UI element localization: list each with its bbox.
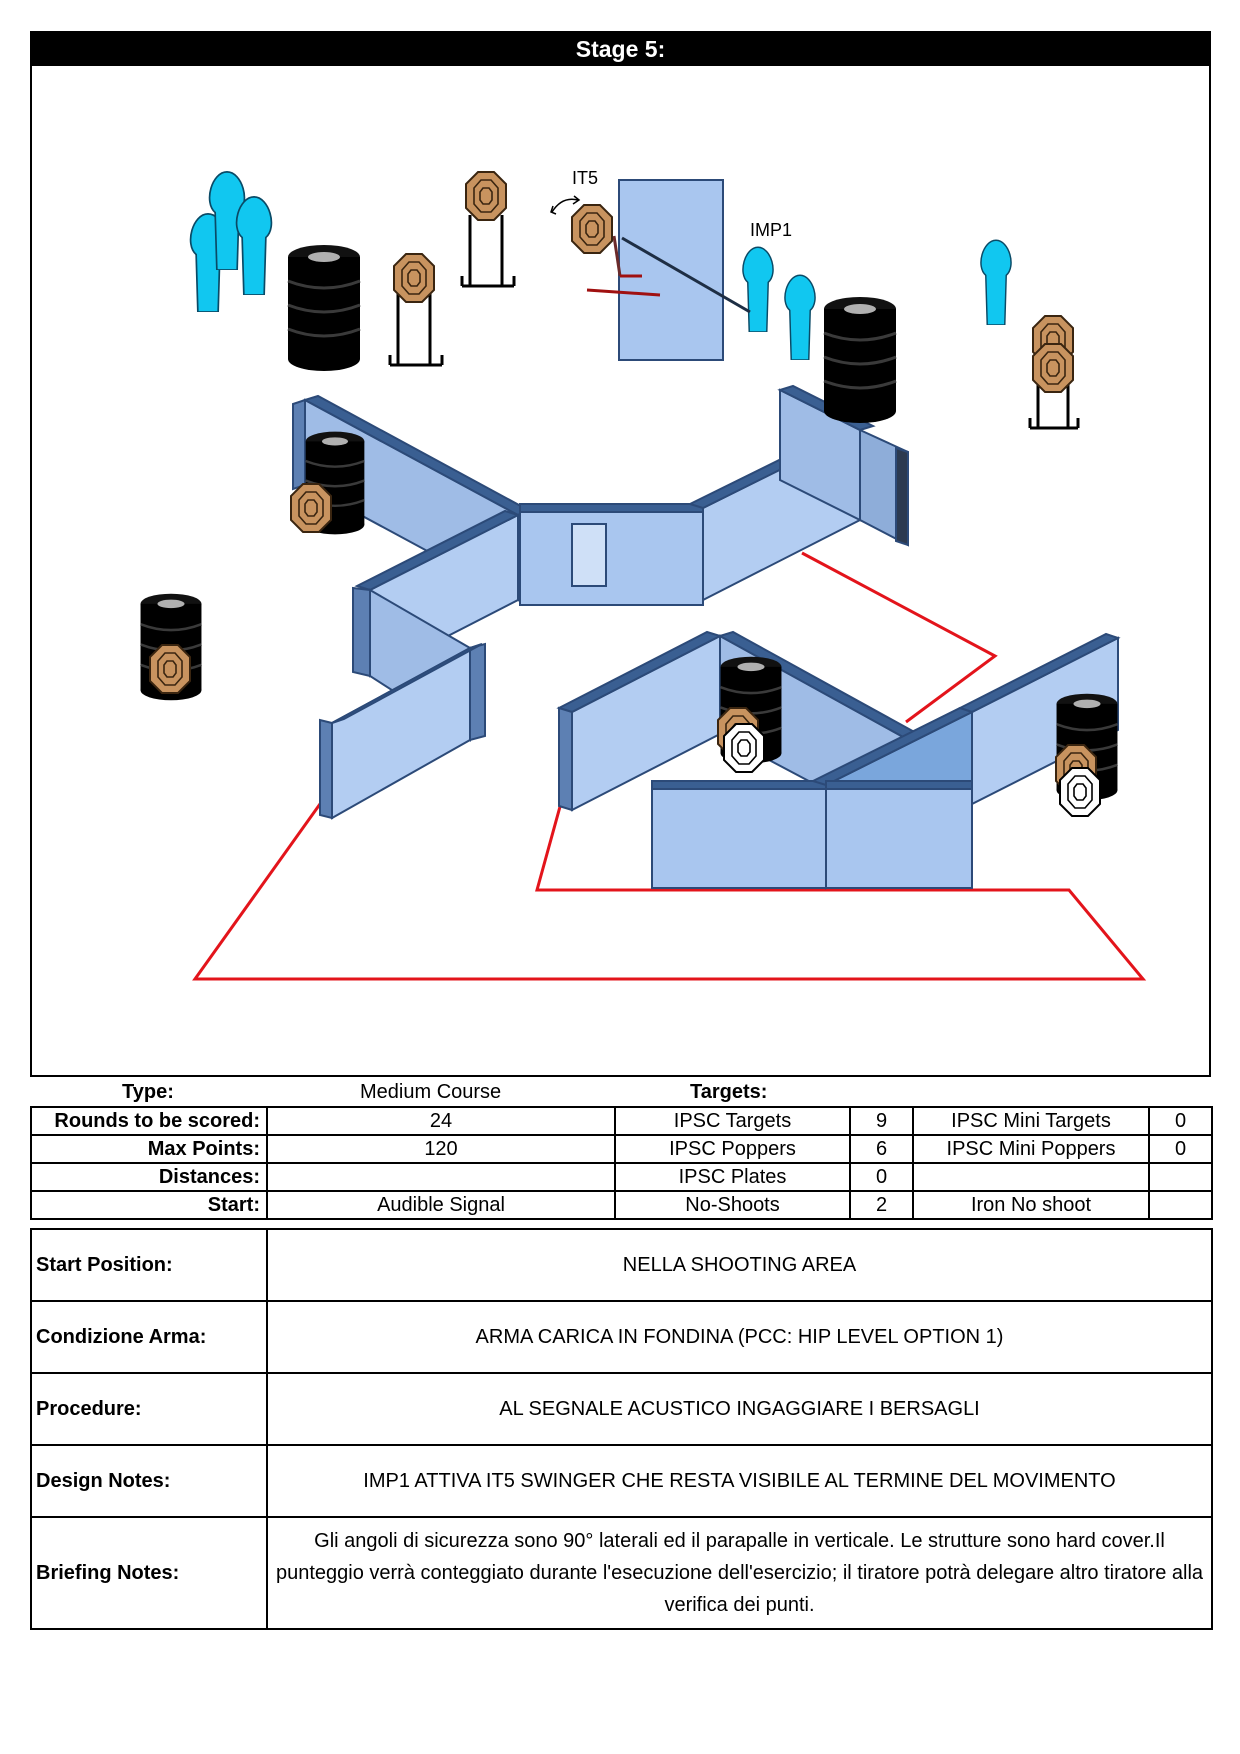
popper-target: [235, 195, 273, 295]
ipsc-target: [465, 171, 507, 221]
ipsc-targets-count: 9: [849, 1106, 914, 1136]
max-points-label: Max Points:: [30, 1134, 268, 1164]
notes-row-start-position: Start Position: NELLA SHOOTING AREA: [30, 1228, 1213, 1302]
fault-line: [192, 782, 1147, 981]
label-imp1: IMP1: [750, 220, 792, 240]
design-notes-label: Design Notes:: [30, 1444, 268, 1518]
type-value: Medium Course: [360, 1081, 502, 1103]
ipsc-mini-targets-label: IPSC Mini Targets: [912, 1106, 1150, 1136]
swing-arrow-icon: [550, 195, 581, 215]
briefing-notes-value: Gli angoli di sicurezza sono 90° lateral…: [266, 1516, 1213, 1630]
info-row-max-points: Max Points: 120 IPSC Poppers 6 IPSC Mini…: [30, 1134, 1213, 1164]
notes-row-design-notes: Design Notes: IMP1 ATTIVA IT5 SWINGER CH…: [30, 1444, 1213, 1518]
barrel-stack: [822, 295, 898, 425]
start-label: Start:: [30, 1190, 268, 1220]
ipsc-mini-targets-count: 0: [1148, 1106, 1213, 1136]
max-points-value: 120: [266, 1134, 616, 1164]
ipsc-plates-count: 0: [849, 1162, 914, 1192]
swinger-arm: [612, 235, 622, 277]
distances-value: [266, 1162, 616, 1192]
rounds-value: 24: [266, 1106, 616, 1136]
start-value: Audible Signal: [266, 1190, 616, 1220]
ipsc-poppers-count: 6: [849, 1134, 914, 1164]
no-shoots-label: No-Shoots: [614, 1190, 851, 1220]
ipsc-target: [1032, 343, 1074, 393]
popper-target: [980, 239, 1012, 325]
procedure-label: Procedure:: [30, 1372, 268, 1446]
type-row: Type: Medium Course Targets:: [30, 1078, 1211, 1106]
notes-row-condizione-arma: Condizione Arma: ARMA CARICA IN FONDINA …: [30, 1300, 1213, 1374]
ipsc-targets-label: IPSC Targets: [614, 1106, 851, 1136]
ipsc-target: [149, 644, 191, 694]
stage-diagram: IT5 IMP1: [139, 168, 1147, 981]
wall-structure: [556, 630, 1121, 890]
target-stand: [388, 290, 444, 367]
ipsc-poppers-label: IPSC Poppers: [614, 1134, 851, 1164]
condizione-arma-label: Condizione Arma:: [30, 1300, 268, 1374]
empty-cell: [912, 1162, 1150, 1192]
stage-info-table: Rounds to be scored: 24 IPSC Targets 9 I…: [30, 1106, 1213, 1220]
barrel-stack: [286, 243, 362, 373]
swinger-panel: [618, 179, 724, 361]
distances-label: Distances:: [30, 1162, 268, 1192]
popper-target: [742, 246, 774, 332]
ipsc-mini-poppers-count: 0: [1148, 1134, 1213, 1164]
design-notes-value: IMP1 ATTIVA IT5 SWINGER CHE RESTA VISIBI…: [266, 1444, 1213, 1518]
stage-title-bar: Stage 5:: [30, 31, 1211, 67]
ipsc-target: [393, 253, 435, 303]
type-label: Type:: [122, 1081, 174, 1103]
fault-line: [801, 551, 998, 724]
ipsc-mini-poppers-label: IPSC Mini Poppers: [912, 1134, 1150, 1164]
info-row-distances: Distances: IPSC Plates 0: [30, 1162, 1213, 1192]
info-row-rounds: Rounds to be scored: 24 IPSC Targets 9 I…: [30, 1106, 1213, 1136]
activation-cable: [621, 236, 751, 314]
label-it5: IT5: [572, 168, 598, 188]
stage-notes-table: Start Position: NELLA SHOOTING AREA Cond…: [30, 1228, 1213, 1630]
swinger-base: [586, 288, 661, 297]
notes-row-briefing-notes: Briefing Notes: Gli angoli di sicurezza …: [30, 1516, 1213, 1630]
condizione-arma-value: ARMA CARICA IN FONDINA (PCC: HIP LEVEL O…: [266, 1300, 1213, 1374]
no-shoot-target: [1059, 767, 1101, 817]
popper-target: [784, 274, 816, 360]
targets-label: Targets:: [690, 1081, 768, 1103]
stage-title: Stage 5:: [575, 35, 666, 62]
target-stand: [460, 215, 516, 288]
notes-row-procedure: Procedure: AL SEGNALE ACUSTICO INGAGGIAR…: [30, 1372, 1213, 1446]
info-row-start: Start: Audible Signal No-Shoots 2 Iron N…: [30, 1190, 1213, 1220]
start-position-label: Start Position:: [30, 1228, 268, 1302]
no-shoots-count: 2: [849, 1190, 914, 1220]
no-shoot-target: [723, 723, 765, 773]
empty-cell: [1148, 1162, 1213, 1192]
start-position-value: NELLA SHOOTING AREA: [266, 1228, 1213, 1302]
ipsc-target: [290, 483, 332, 533]
iron-no-shoot-label: Iron No shoot: [912, 1190, 1150, 1220]
ipsc-target-it5: [571, 204, 613, 254]
ipsc-plates-label: IPSC Plates: [614, 1162, 851, 1192]
procedure-value: AL SEGNALE ACUSTICO INGAGGIARE I BERSAGL…: [266, 1372, 1213, 1446]
swing-arrow-icon: [551, 198, 579, 213]
iron-no-shoot-count: [1148, 1190, 1213, 1220]
rounds-label: Rounds to be scored:: [30, 1106, 268, 1136]
briefing-notes-label: Briefing Notes:: [30, 1516, 268, 1630]
